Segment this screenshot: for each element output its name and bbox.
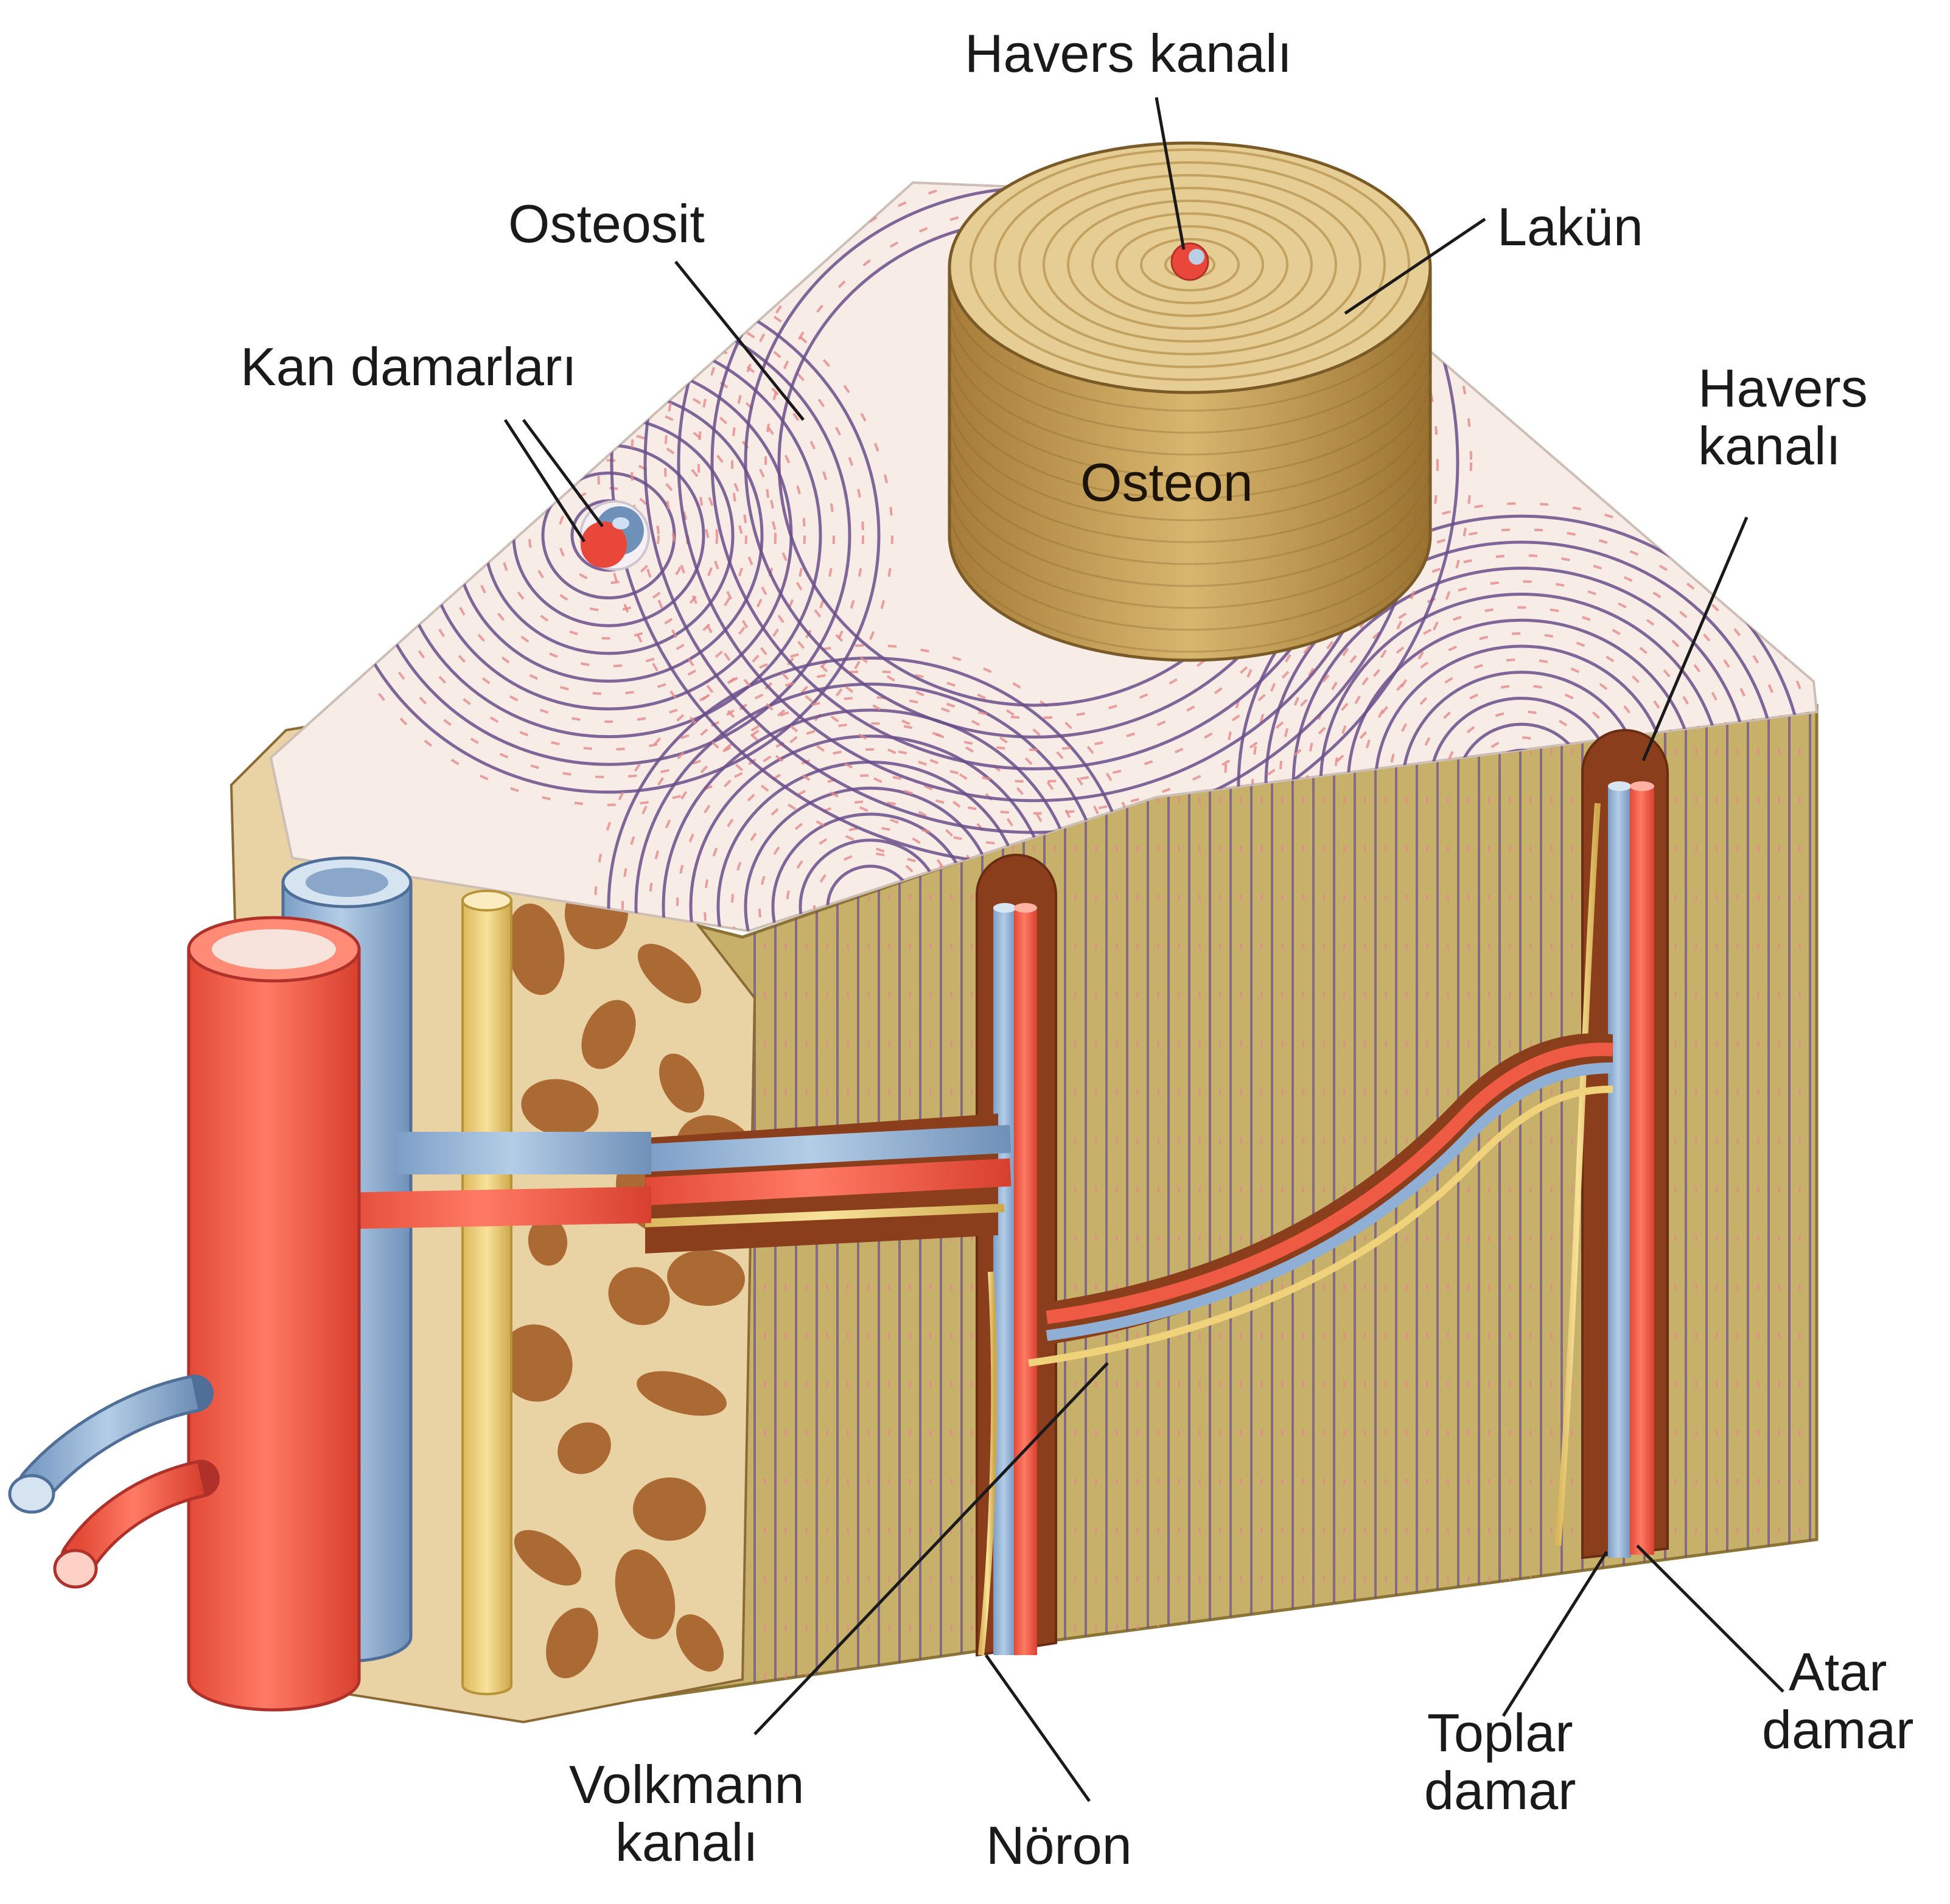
volkmann-canal (645, 1033, 1613, 1367)
large-vessels (8, 856, 651, 1712)
haversian-canal-front (976, 854, 1057, 1657)
label-atar-line1: Atar (1789, 1642, 1887, 1702)
label-atar-line2: damar (1762, 1700, 1914, 1760)
label-osteon: Osteon (1080, 452, 1253, 512)
label-atar-damar: Atar damar (1762, 1643, 1913, 1759)
osteon-cylinder (948, 141, 1432, 662)
label-havers-canal-top: Havers kanalı (965, 23, 1293, 83)
label-toplar-line2: damar (1424, 1760, 1576, 1821)
label-osteosit: Osteosit (508, 194, 705, 254)
label-kan-damarlari: Kan damarları (240, 337, 577, 397)
label-havers-right-line1: Havers (1698, 358, 1868, 418)
label-volkmann-canal: Volkmann kanalı (569, 1756, 804, 1871)
label-noron: Nöron (986, 1815, 1132, 1875)
label-toplar-line1: Toplar (1427, 1703, 1573, 1763)
label-volkmann-line2: kanalı (615, 1812, 758, 1873)
label-toplar-damar: Toplar damar (1424, 1704, 1576, 1819)
label-lakun: Lakün (1497, 197, 1643, 257)
label-havers-canal-right: Havers kanalı (1698, 359, 1868, 475)
label-volkmann-line1: Volkmann (569, 1754, 805, 1815)
leader-lines (503, 97, 1784, 1802)
haversian-canal-right (1555, 729, 1669, 1560)
label-havers-right-line2: kanalı (1698, 416, 1841, 476)
